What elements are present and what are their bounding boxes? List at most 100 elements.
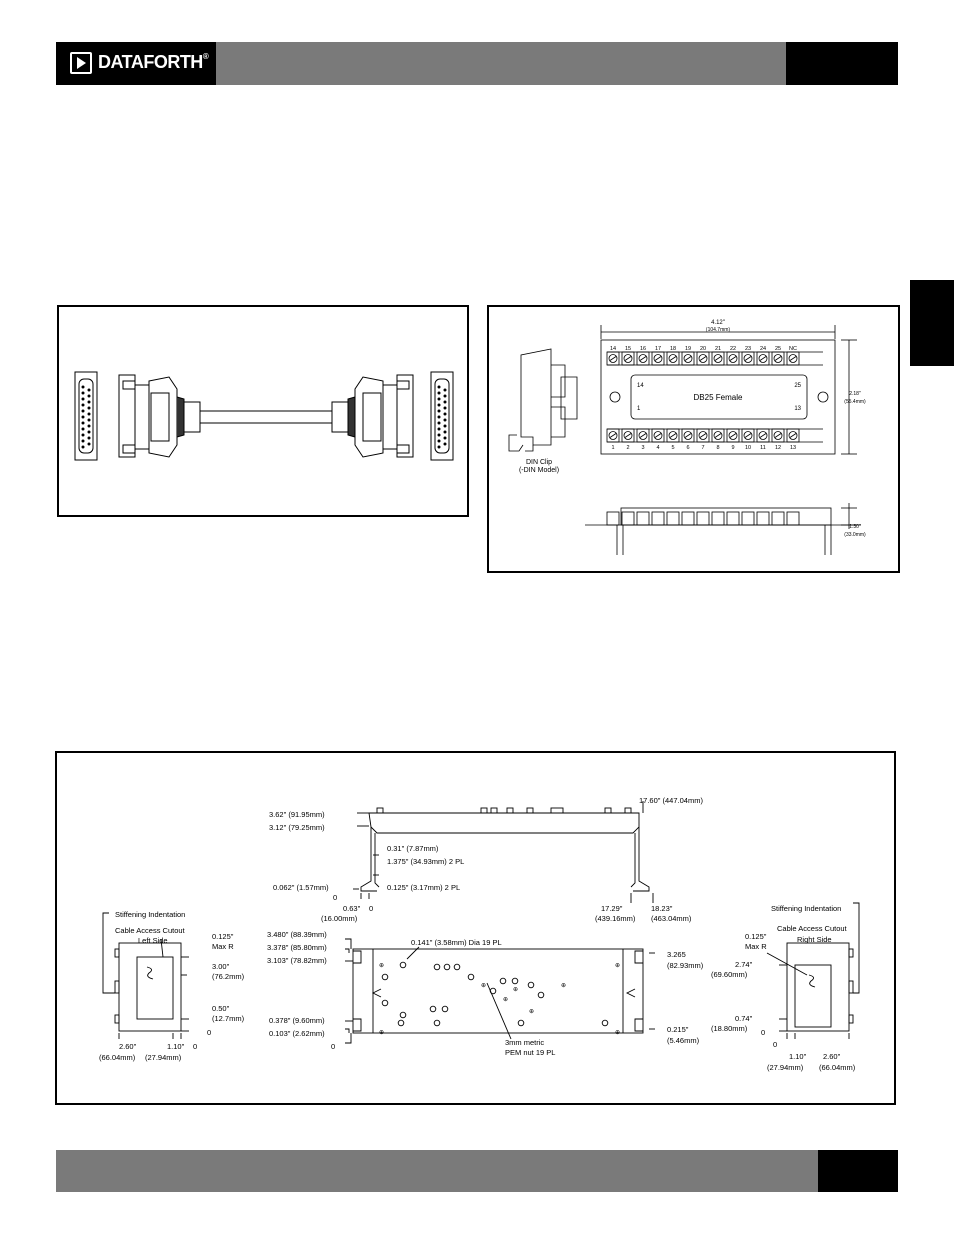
top-terminal-screw-box (636, 351, 650, 366)
dataforth-logo: DATAFORTH® (56, 42, 216, 85)
top-terminal-screw-icon (653, 354, 663, 363)
cable-drawing (74, 371, 454, 461)
top-terminal-screw-box (726, 351, 740, 366)
top-dim-4: 1.375" (34.93mm) 2 PL (387, 857, 464, 866)
top-dim-9: 17.29" (601, 904, 623, 913)
bottom-terminal-screw-box (726, 428, 740, 443)
rack-panel-figure: ⊕⊕⊕⊕ ⊕⊕⊕⊕⊕ 3.62" (91.95mm) 3.12" (79.25m… (55, 751, 896, 1105)
side-terminal-cell (726, 511, 740, 526)
top-terminal-screw-box (786, 351, 800, 366)
front-right-dim-2-mm: (5.46mm) (667, 1036, 700, 1045)
side-terminal-cell (666, 511, 680, 526)
front-dim-1: 3.480" (88.39mm) (267, 930, 327, 939)
top-terminal-screw-slot (654, 356, 662, 361)
top-dim-5: 0.062" (1.57mm) (273, 883, 329, 892)
bottom-terminal-screw-slot (609, 433, 617, 438)
top-terminal-screw-box (666, 351, 680, 366)
right-h-dim-1-mm: (27.94mm) (767, 1063, 804, 1072)
top-terminal-screw-slot (624, 356, 632, 361)
top-terminal-screw-slot (729, 356, 737, 361)
bottom-pin-label: 3 (641, 445, 644, 451)
bottom-pin-label: 9 (731, 445, 734, 451)
bottom-terminal-screw-icon (653, 431, 663, 440)
bottom-terminal-screw-icon (713, 431, 723, 440)
top-pin-label: 16 (640, 346, 646, 352)
bottom-terminal-screw-icon (698, 431, 708, 440)
top-terminal-screw-slot (714, 356, 722, 361)
bottom-terminal-screw-icon (638, 431, 648, 440)
top-pin-label: 15 (625, 346, 631, 352)
side-view-terminals (606, 511, 800, 526)
logo-mark-icon (70, 52, 92, 74)
bottom-pin-label: 10 (745, 445, 751, 451)
top-terminal-screw-slot (774, 356, 782, 361)
bottom-terminal-screw-icon (608, 431, 618, 440)
right-v-zero: 0 (761, 1028, 765, 1037)
bottom-terminal-screw-box (681, 428, 695, 443)
left-v-dim-1-mm: (76.2mm) (212, 972, 245, 981)
top-pin-label: NC (789, 346, 797, 352)
front-dim-5: 0.103" (2.62mm) (269, 1029, 325, 1038)
left-v-dim-2: 0.50" (212, 1004, 230, 1013)
svg-text:⊕: ⊕ (379, 1030, 384, 1036)
top-dim-3: 0.31" (7.87mm) (387, 844, 439, 853)
top-dim-2: 3.12" (79.25mm) (269, 823, 325, 832)
right-stiffening-label: Stiffening Indentation (771, 904, 841, 913)
top-terminal-screw-box (606, 351, 620, 366)
left-h-dim-2-mm: (27.94mm) (145, 1053, 182, 1062)
bottom-terminal-screw-slot (729, 433, 737, 438)
bottom-terminal-screw-slot (624, 433, 632, 438)
width-dimension: 4.12" (711, 320, 725, 326)
top-dim-6: 0.125" (3.17mm) 2 PL (387, 883, 460, 892)
top-dim-1: 3.62" (91.95mm) (269, 810, 325, 819)
right-radius-2: Max R (745, 942, 767, 951)
svg-text:⊕: ⊕ (481, 983, 486, 989)
side-terminal-cell (711, 511, 725, 526)
bottom-terminal-screw-icon (788, 431, 798, 440)
right-v-dim-1: 2.74" (735, 960, 753, 969)
bottom-terminal-screw-icon (758, 431, 768, 440)
top-terminal-screw-icon (608, 354, 618, 363)
svg-text:⊕: ⊕ (513, 987, 518, 993)
bottom-terminal-screw-slot (714, 433, 722, 438)
top-terminal-screw-box (741, 351, 755, 366)
pem-label-1: 3mm metric (505, 1038, 544, 1047)
right-v-dim-2-mm: (18.80mm) (711, 1024, 748, 1033)
top-terminal-screw-icon (683, 354, 693, 363)
side-height-dimension-mm: (33.0mm) (844, 532, 866, 538)
top-terminal-screw-box (711, 351, 725, 366)
top-dim-10: 18.23" (651, 904, 673, 913)
bottom-terminal-screw-slot (654, 433, 662, 438)
bottom-terminal-screw-icon (623, 431, 633, 440)
page-footer-bar (56, 1150, 898, 1192)
bottom-terminal-screw-box (651, 428, 665, 443)
section-tab (910, 280, 954, 366)
connector-pin-25: 25 (794, 383, 801, 389)
side-terminal-cell (696, 511, 710, 526)
front-dim-4: 0.378" (9.60mm) (269, 1016, 325, 1025)
top-dim-9-mm: (439.16mm) (595, 914, 636, 923)
top-terminal-screw-slot (759, 356, 767, 361)
bottom-terminal-screw-box (636, 428, 650, 443)
header-end-block (786, 42, 898, 85)
right-v-dim-2: 0.74" (735, 1014, 753, 1023)
bottom-terminal-screw-slot (744, 433, 752, 438)
svg-text:⊕: ⊕ (529, 1009, 534, 1015)
top-pin-label: 21 (715, 346, 721, 352)
top-terminal-screw-icon (788, 354, 798, 363)
left-h-dim-1: 2.60" (119, 1042, 137, 1051)
svg-text:⊕: ⊕ (615, 963, 620, 969)
bottom-terminal-screw-slot (759, 433, 767, 438)
connector-pin-1: 1 (637, 406, 641, 412)
bottom-pin-label: 8 (716, 445, 719, 451)
din-clip-label: DIN Clip (526, 459, 552, 466)
svg-text:⊕: ⊕ (561, 983, 566, 989)
side-terminal-cell (786, 511, 800, 526)
bottom-terminal-screw-icon (773, 431, 783, 440)
bottom-terminal-screw-slot (684, 433, 692, 438)
left-h-dim-1-mm: (66.04mm) (99, 1053, 136, 1062)
front-right-dim-1-mm: (82.93mm) (667, 961, 704, 970)
left-v-dim-2-mm: (12.7mm) (212, 1014, 245, 1023)
connector-pin-14: 14 (637, 383, 644, 389)
